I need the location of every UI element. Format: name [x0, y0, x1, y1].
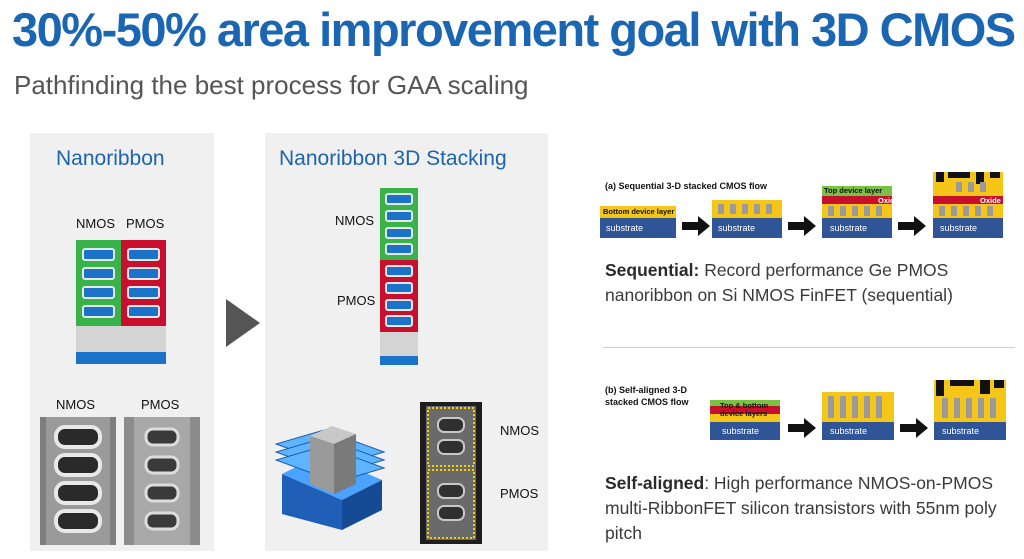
play-arrow-icon	[226, 299, 260, 347]
nmos-label: NMOS	[76, 216, 115, 231]
self-aligned-desc-bold: Self-aligned	[605, 473, 705, 493]
self-aligned-flow-diagram	[710, 380, 1006, 440]
self-aligned-desc-text: : High performance NMOS-on-PMOS multi-Ri…	[605, 473, 997, 543]
bottom-device-layer-label: Bottom device layer	[603, 207, 675, 216]
self-aligned-description: Self-aligned: High performance NMOS-on-P…	[605, 471, 1015, 546]
self-aligned-substrate-label-3: substrate	[942, 426, 980, 436]
tem-pmos-label: PMOS	[141, 397, 180, 412]
substrate-label-4: substrate	[940, 223, 978, 233]
page-title: 30%-50% area improvement goal with 3D CM…	[12, 3, 1016, 56]
oxide-label: Oxide	[878, 196, 899, 205]
oxide-label-final: Oxide	[980, 196, 1001, 205]
sequential-flow-title: (a) Sequential 3-D stacked CMOS flow	[605, 181, 768, 191]
stacking-heading: Nanoribbon 3D Stacking	[279, 147, 507, 170]
stacked-cross-section-diagram	[380, 188, 418, 365]
pmos-tem-image	[124, 417, 200, 545]
nmos-tem-image	[40, 417, 116, 545]
self-aligned-substrate-label-2: substrate	[830, 426, 868, 436]
sequential-description: Sequential: Record performance Ge PMOS n…	[605, 258, 1010, 308]
substrate-label-3: substrate	[830, 223, 868, 233]
sequential-desc-bold: Sequential:	[605, 260, 700, 280]
nanoribbon-cross-section-diagram	[76, 240, 166, 364]
sequential-flow-diagram	[600, 172, 1003, 238]
substrate-label-2: substrate	[718, 223, 756, 233]
3d-stacked-transistor-render	[274, 426, 386, 530]
substrate-label-1: substrate	[606, 223, 644, 233]
device-layers-label-2: device layers	[720, 409, 768, 418]
stacked-tem-image	[420, 402, 482, 544]
self-aligned-flow-title-1: (b) Self-aligned 3-D	[605, 385, 688, 395]
self-aligned-substrate-label-1: substrate	[722, 426, 760, 436]
page-subtitle: Pathfinding the best process for GAA sca…	[14, 70, 529, 100]
top-device-layer-label: Top device layer	[824, 186, 883, 195]
sequential-desc-text: Record performance Ge PMOS nanoribbon on…	[605, 260, 953, 305]
section-divider	[603, 347, 1015, 348]
self-aligned-flow-title-2: stacked CMOS flow	[605, 397, 689, 407]
stacked-tem-nmos-label: NMOS	[500, 423, 539, 438]
pmos-label: PMOS	[126, 216, 165, 231]
stacked-pmos-label: PMOS	[337, 293, 376, 308]
tem-nmos-label: NMOS	[56, 397, 95, 412]
stacked-nmos-label: NMOS	[335, 213, 374, 228]
stacked-tem-pmos-label: PMOS	[500, 486, 539, 501]
device-layers-label-1: Top & bottom	[720, 401, 769, 410]
nanoribbon-heading: Nanoribbon	[56, 147, 165, 170]
